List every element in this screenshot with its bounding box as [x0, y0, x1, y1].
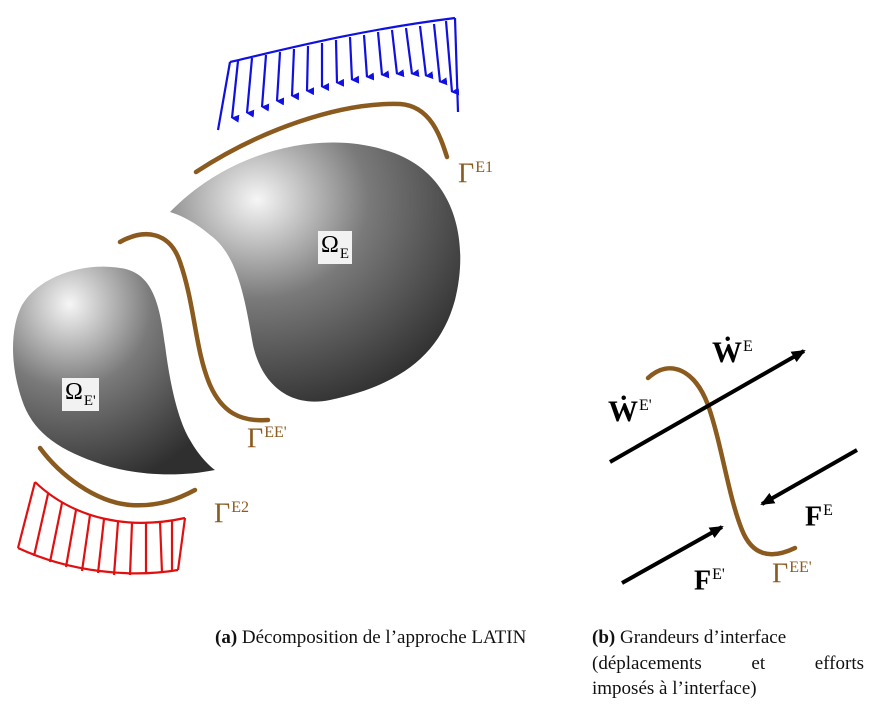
- caption-b-line1: (b) Grandeurs d’interface: [592, 625, 864, 651]
- caption-a-tag: (a): [215, 627, 238, 648]
- interface-gamma-ee-prime: [117, 232, 271, 423]
- f-e-label: FE: [805, 503, 833, 531]
- gamma-ee-prime-b-sup: EE': [789, 559, 812, 576]
- caption-b-line2: (déplacements et efforts: [592, 652, 864, 674]
- red-distributed-load: [16, 481, 187, 576]
- gamma-ee-prime-b-base: Γ: [772, 558, 789, 590]
- gamma-e2-base: Γ: [214, 498, 231, 530]
- caption-b: (b) Grandeurs d’interface (déplacements …: [592, 625, 864, 702]
- caption-a-latin: LATIN: [471, 627, 527, 648]
- interface-gamma-e1: [193, 101, 450, 175]
- w-e-prime-label: ẆE': [608, 397, 652, 427]
- omega-e-prime-label: ΩE': [62, 378, 99, 411]
- w-e-sup: E: [743, 338, 753, 355]
- gamma-e2-label: ΓE2: [214, 500, 249, 528]
- gamma-e2-sup: E2: [231, 499, 249, 516]
- gamma-ee-prime-a-sup: EE': [264, 424, 287, 441]
- w-e-prime-sup: E': [639, 397, 652, 414]
- w-e-prime-base: Ẇ: [608, 395, 638, 428]
- blue-distributed-load: [216, 16, 460, 131]
- subdomain-e-prime: [13, 266, 215, 475]
- gamma-ee-prime-label-b: ΓEE': [772, 560, 812, 588]
- caption-b-tag: (b): [592, 627, 616, 648]
- omega-e-base: Ω: [321, 232, 339, 258]
- omega-e-label: ΩE: [318, 231, 353, 264]
- omega-e-prime-base: Ω: [65, 379, 83, 405]
- f-e-sup: E: [823, 502, 833, 519]
- caption-a: (a) Décomposition de l’approche LATIN: [215, 625, 526, 651]
- caption-b-line1-text: Grandeurs d’interface: [619, 627, 787, 648]
- caption-a-text: Décomposition de l’approche: [241, 627, 472, 648]
- w-e-label: ẆE: [712, 338, 753, 368]
- f-e-prime-sup: E': [712, 566, 725, 583]
- interface-curve-b: [645, 366, 798, 557]
- caption-b-line3: imposés à l’interface): [592, 678, 757, 700]
- f-e-prime-label: FE': [694, 567, 725, 595]
- gamma-e1-label: ΓE1: [458, 160, 493, 188]
- gamma-ee-prime-a-base: Γ: [247, 423, 264, 455]
- gamma-e1-base: Γ: [458, 158, 475, 190]
- force-arrow-e: [760, 448, 858, 506]
- omega-e-sub: E: [339, 246, 350, 262]
- w-e-base: Ẇ: [712, 336, 742, 369]
- omega-e-prime-sub: E': [83, 393, 96, 409]
- velocity-arrow-e: [609, 349, 806, 464]
- f-e-prime-base: F: [694, 565, 712, 597]
- force-arrow-e-prime: [621, 525, 724, 585]
- interface-gamma-e2: [37, 445, 198, 508]
- f-e-base: F: [805, 501, 823, 533]
- gamma-ee-prime-label-a: ΓEE': [247, 425, 287, 453]
- subdomain-e: [170, 142, 461, 402]
- gamma-e1-sup: E1: [475, 159, 493, 176]
